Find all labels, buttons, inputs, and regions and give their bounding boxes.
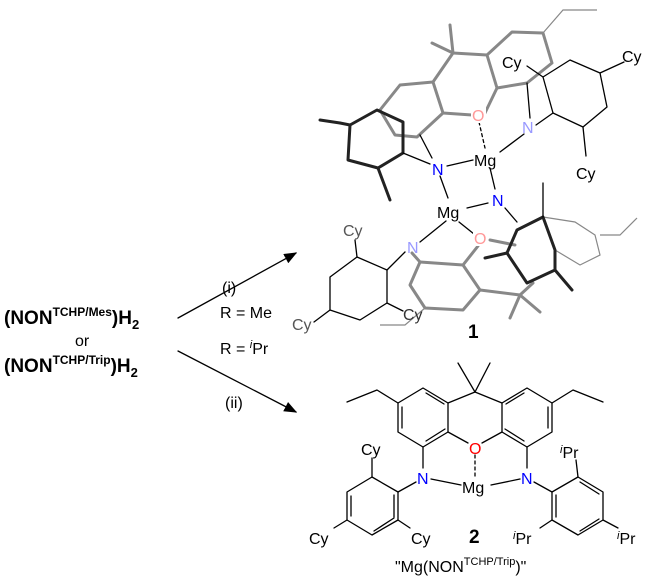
arrow-to-1 — [177, 252, 298, 319]
product-1-structure — [313, 9, 638, 326]
product-1-atoms: O N Mg N N Mg N O Cy Cy Cy Cy Cy Cy 1 — [292, 49, 642, 343]
svg-text:N: N — [407, 240, 419, 257]
r-me-label: R = Me — [220, 305, 272, 322]
reactant-mes: (NONTCHP/Mes)H2 — [4, 305, 139, 332]
svg-text:N: N — [432, 162, 444, 179]
compound-2-label: 2 — [469, 527, 480, 548]
svg-text:O: O — [469, 441, 481, 458]
r-ipr-label: R = iPr — [220, 339, 269, 358]
svg-text:O: O — [472, 108, 484, 125]
svg-text:Cy: Cy — [622, 49, 642, 66]
svg-text:O: O — [474, 231, 486, 248]
compound-1-label: 1 — [468, 322, 479, 343]
svg-text:Cy: Cy — [343, 223, 363, 240]
svg-text:Mg: Mg — [462, 480, 484, 497]
product-2-atoms: O N Mg N Cy Cy Cy iPr iPr iPr 2 "Mg(NONT… — [309, 441, 636, 576]
reactant-trip: (NONTCHP/Trip)H2 — [4, 353, 138, 380]
svg-text:Cy: Cy — [292, 317, 312, 334]
svg-text:Cy: Cy — [361, 442, 381, 459]
svg-text:N: N — [417, 471, 429, 488]
or-label: or — [75, 333, 90, 350]
svg-text:Cy: Cy — [502, 55, 522, 72]
arrow-to-2 — [177, 350, 298, 413]
svg-text:Cy: Cy — [403, 307, 423, 324]
svg-text:iPr: iPr — [617, 530, 636, 548]
svg-text:Mg: Mg — [437, 205, 459, 222]
compound-2-caption: "Mg(NONTCHP/Trip)" — [395, 556, 526, 576]
svg-text:Cy: Cy — [309, 531, 329, 548]
svg-text:Mg: Mg — [474, 153, 496, 170]
svg-text:N: N — [521, 471, 533, 488]
step-i-label: (i) — [222, 280, 236, 297]
svg-text:N: N — [522, 120, 534, 137]
svg-text:iPr: iPr — [513, 530, 532, 548]
step-ii-label: (ii) — [225, 395, 243, 412]
product-2-structure — [333, 362, 619, 536]
svg-text:Cy: Cy — [576, 166, 596, 183]
svg-text:Cy: Cy — [411, 531, 431, 548]
svg-text:N: N — [492, 193, 504, 210]
svg-text:iPr: iPr — [560, 444, 579, 462]
